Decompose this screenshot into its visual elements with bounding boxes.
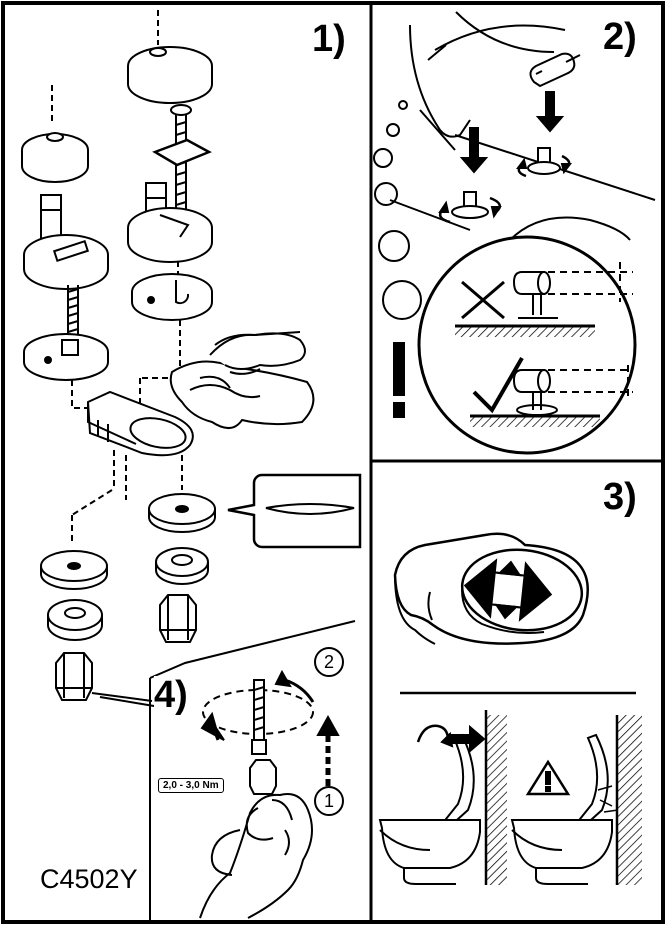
rubber-ring-left (47, 599, 103, 631)
wall-right (618, 715, 642, 885)
right-sleeve (512, 369, 545, 393)
torque-label: 2,0 - 3,0 Nm (158, 778, 224, 793)
exclamation-icon (393, 342, 405, 396)
step3-close-check (378, 710, 642, 885)
bowl-left (378, 819, 481, 869)
down-arrow-right (535, 91, 565, 133)
curved-arrow-icon (416, 724, 450, 743)
substep-1-badge: 1 (314, 786, 344, 816)
wall-left (487, 715, 507, 885)
step2-adjust (373, 11, 656, 455)
cross-mark-icon (461, 280, 505, 320)
step4-number: 4) (154, 674, 188, 716)
expansion-nut-left (55, 652, 93, 701)
step4-torque-inset (149, 620, 356, 922)
wrong-sleeve (512, 271, 545, 295)
clamp-plate-right (152, 138, 212, 167)
hinge-sleeve-left (463, 191, 477, 208)
push-right-arrow (447, 724, 486, 754)
step3-number: 3) (603, 476, 637, 518)
step3-seat-mounted (393, 532, 589, 645)
document-code: C4502Y (40, 864, 138, 894)
step1-exploded-hinge (21, 10, 362, 708)
bowl-right (510, 819, 613, 869)
down-arrow-left (459, 127, 489, 174)
nut-in-hand (249, 759, 277, 795)
gripping-hand (199, 793, 313, 919)
hand (199, 331, 301, 389)
push-up-arrow (316, 714, 340, 736)
closing-seat-right (574, 733, 609, 830)
substep-2-badge: 2 (314, 647, 344, 677)
sleeve-tool (529, 52, 576, 88)
step1-number: 1) (312, 18, 346, 60)
threaded-stud-left (67, 285, 79, 340)
check-mark-icon (472, 357, 524, 414)
expansion-nut-right (159, 594, 197, 643)
toilet-outline (409, 24, 656, 201)
hinge-sleeve-right (537, 147, 551, 164)
step2-number: 2) (603, 16, 637, 58)
rubber-ring-right (155, 547, 209, 577)
